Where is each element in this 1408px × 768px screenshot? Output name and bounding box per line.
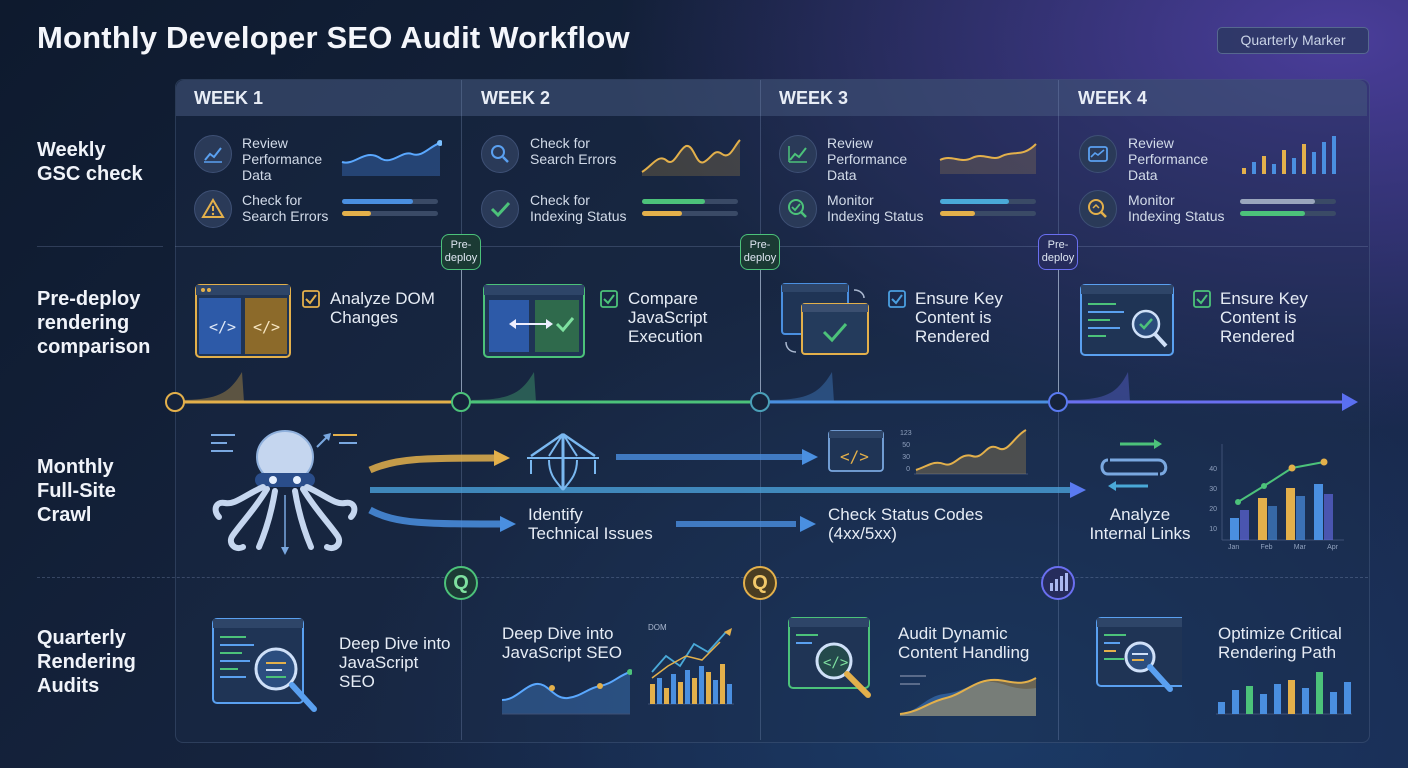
progress-track [642,199,738,204]
svg-text:</>: </> [840,447,869,466]
week-2-header: WEEK 2 [481,88,551,108]
quarter-badge: Q [743,566,777,600]
page-title: Monthly Developer SEO Audit Workflow [37,20,630,55]
magnifier-check-icon [779,190,817,228]
chart-icon [779,135,817,173]
timeline-node-week-3 [750,392,770,412]
progress-track [342,211,438,216]
connector-line [461,270,462,392]
progress-track [940,199,1036,204]
connector-line [1058,270,1059,392]
checkbox-icon [888,290,906,308]
checkbox-icon [1193,290,1211,308]
timeline [180,372,1358,411]
code-magnifier-icon: </> [788,617,871,698]
performance-sparkline [341,140,442,176]
rendering-path-bar-chart [1216,672,1352,715]
dynamic-content-area-chart [899,675,1037,716]
svg-text:</>: </> [253,318,280,336]
progress-track [940,211,1036,216]
check-icon [481,190,519,228]
week-3-header: WEEK 3 [779,88,849,108]
code-magnifier-icon [212,618,317,712]
internal-links-bar-chart [1221,444,1344,541]
timeline-node-week-1 [165,392,185,412]
week-1-header: WEEK 1 [194,88,264,108]
errors-sparkline [641,139,741,176]
progress-track [642,211,738,216]
stacked-windows-icon [781,283,869,355]
dom-bar-chart [648,628,734,705]
quarter-chart-badge [1041,566,1075,600]
dom-label: DOM [648,623,667,632]
progress-track [1240,199,1336,204]
internal-links-icon [1100,439,1168,491]
site-architecture-icon [527,432,599,491]
quarterly-marker-legend[interactable]: Quarterly Marker [1217,27,1369,54]
performance-sparkline [939,143,1037,174]
code-magnifier-icon [1096,617,1182,692]
timeline-node-week-4 [1048,392,1068,412]
magnifier-icon [1079,190,1117,228]
predeploy-tag: Pre-deploy [1038,234,1078,270]
status-trend-chart [914,429,1028,475]
search-icon [481,135,519,173]
js-seo-area-chart [501,669,632,715]
chart-icon [194,135,232,173]
code-window-icon: </> [828,430,884,472]
svg-text:</>: </> [823,655,848,671]
week-4-header: WEEK 4 [1078,88,1148,108]
quarter-badge: Q [444,566,478,600]
octopus-crawler-icon [211,430,358,555]
svg-text:</>: </> [209,318,236,336]
checkbox-icon [600,290,618,308]
dashboard-icon [1079,135,1117,173]
connector-line [760,270,761,392]
crawl-flow-arrows [368,449,1086,532]
checkbox-icon [302,290,320,308]
predeploy-tag: Pre-deploy [740,234,780,270]
progress-track [342,199,438,204]
code-compare-icon: </> </> [195,284,291,358]
compare-window-icon [483,284,585,358]
progress-track [1240,211,1336,216]
warning-icon [194,190,232,228]
timeline-node-week-2 [451,392,471,412]
task-check-status-codes: Check Status Codes(4xx/5xx) [828,505,983,543]
row-divider [37,246,163,247]
performance-bar-sparkline [1242,136,1336,174]
predeploy-tag: Pre-deploy [441,234,481,270]
row-divider [37,577,1368,579]
code-magnifier-icon [1080,284,1174,356]
week-header-bar [176,80,1367,116]
